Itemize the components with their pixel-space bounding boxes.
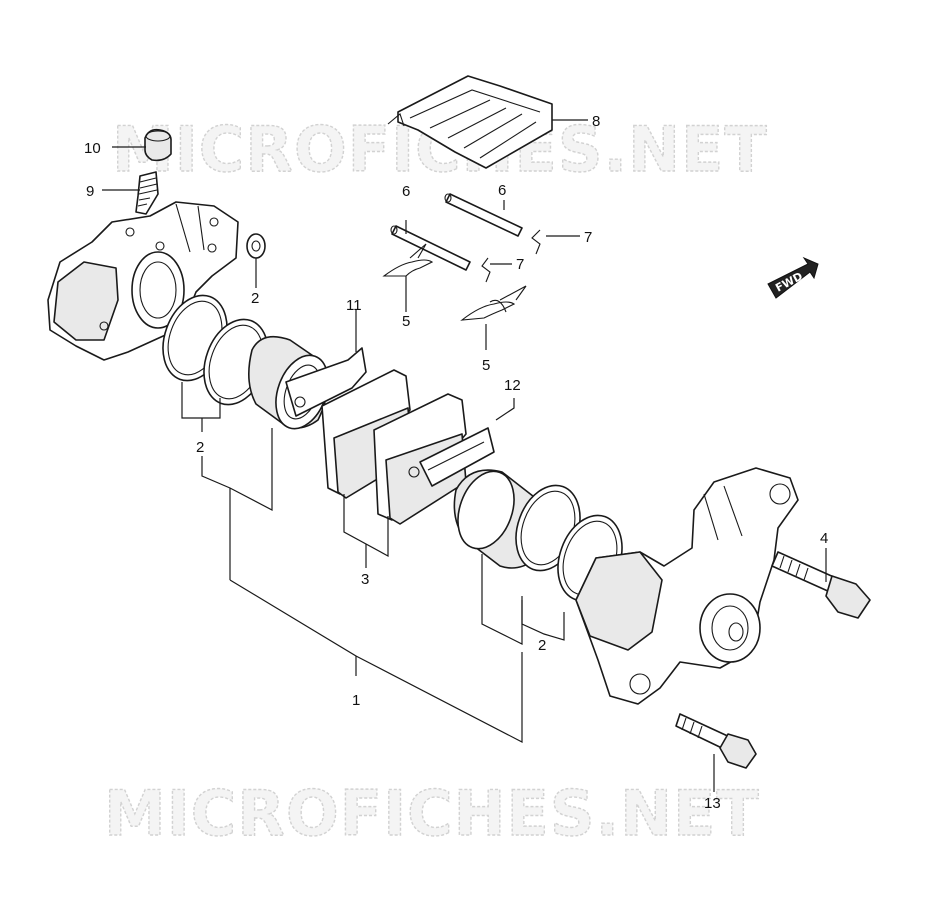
callout-5-top: 5	[402, 313, 410, 330]
callout-13: 13	[704, 795, 721, 812]
bleeder-valve-part-9	[135, 171, 159, 215]
washer-part-2	[246, 233, 266, 259]
callout-6-left: 6	[402, 183, 410, 200]
fwd-direction-badge: FWD	[767, 256, 819, 299]
callout-1: 1	[352, 692, 360, 709]
bolt-part-13	[675, 713, 757, 769]
shim-part-11	[285, 347, 367, 417]
bolt-part-4	[771, 551, 871, 619]
callout-2-caliper: 2	[251, 290, 259, 307]
callout-5-bottom: 5	[482, 357, 490, 374]
callout-12: 12	[504, 377, 521, 394]
callout-7-mid: 7	[516, 256, 524, 273]
pin-mid-part-7	[481, 257, 491, 283]
pad-spring-part-8	[387, 75, 553, 169]
leader-lines	[102, 119, 827, 792]
callout-2-right: 2	[538, 637, 546, 654]
caliper-half-left	[47, 201, 239, 361]
callout-7-right: 7	[584, 229, 592, 246]
callout-labels: 10 9 2 11 2 3 1 12 2 6 6 7 7 5 5 8 4 13	[84, 113, 828, 812]
callout-11: 11	[346, 297, 362, 314]
callout-6-right: 6	[498, 182, 506, 199]
pad-pin-right-part-6	[444, 193, 523, 237]
callout-2-left: 2	[196, 439, 204, 456]
callout-3: 3	[361, 571, 369, 588]
watermark-bottom: MICROFICHES.NET	[104, 777, 760, 850]
callout-4: 4	[820, 530, 828, 547]
callout-8: 8	[592, 113, 600, 130]
piston-right	[453, 469, 544, 569]
callout-10: 10	[84, 140, 101, 157]
pad-pin-left-part-6	[390, 225, 471, 271]
clip-right-part-5	[460, 285, 527, 321]
pin-right-part-7	[531, 229, 541, 255]
bleeder-cap-part-10	[144, 128, 172, 162]
clip-left-part-5	[382, 243, 434, 277]
caliper-half-right	[575, 467, 799, 705]
callout-9: 9	[86, 183, 94, 200]
shim-part-12	[419, 427, 495, 487]
